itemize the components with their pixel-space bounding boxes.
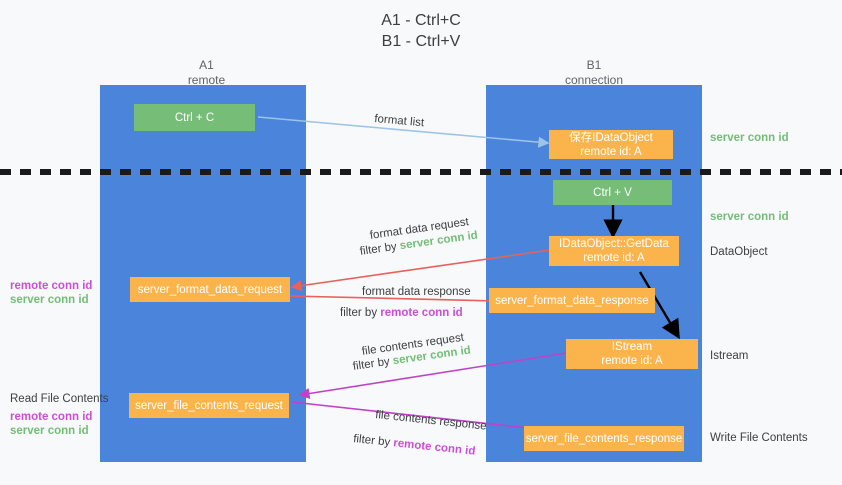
box-server-format-data-request[interactable]: server_format_data_request bbox=[130, 277, 290, 302]
filter-prefix-4: filter by bbox=[352, 432, 394, 450]
filter-prefix-1: filter by bbox=[359, 240, 401, 258]
box-server-format-data-response[interactable]: server_format_data_response bbox=[489, 288, 655, 313]
column-header-b1: B1 connection bbox=[564, 58, 624, 87]
filter-value-4: remote conn id bbox=[392, 437, 476, 458]
box-server-file-contents-response[interactable]: server_file_contents_response bbox=[524, 426, 684, 451]
flow-label-format-data-response-filter: filter by remote conn id bbox=[340, 306, 463, 321]
filter-value-2: remote conn id bbox=[380, 307, 463, 319]
annotation-server-conn-id-1: server conn id bbox=[10, 294, 89, 306]
column-header-a1: A1 remote bbox=[187, 58, 226, 87]
flow-label-file-contents-response-filter: filter by remote conn id bbox=[352, 432, 476, 460]
flow-label-format-data-response: format data response bbox=[362, 286, 471, 298]
flow-label-file-contents-response: file contents response bbox=[374, 408, 488, 433]
box-ctrl-v[interactable]: Ctrl + V bbox=[553, 180, 672, 205]
annotation-write-file-contents: Write File Contents bbox=[710, 432, 808, 444]
box-istream[interactable]: IStream remote id: A bbox=[566, 339, 698, 369]
filter-prefix-2: filter by bbox=[340, 307, 381, 319]
box-save-idataobject[interactable]: 保存IDataObject remote id: A bbox=[549, 130, 673, 159]
annotation-read-file-contents: Read File Contents bbox=[10, 393, 109, 405]
flow-label-format-list: format list bbox=[373, 112, 425, 130]
annotation-istream: Istream bbox=[710, 350, 749, 362]
annotation-server-conn-id-top: server conn id bbox=[710, 132, 789, 144]
box-server-file-contents-request[interactable]: server_file_contents_request bbox=[129, 393, 289, 418]
annotation-server-conn-id-2: server conn id bbox=[10, 425, 89, 437]
annotation-remote-conn-id-1: remote conn id bbox=[10, 280, 93, 292]
filter-prefix-3: filter by bbox=[352, 355, 394, 373]
box-ctrl-c[interactable]: Ctrl + C bbox=[134, 104, 255, 131]
annotation-server-conn-id-mid: server conn id bbox=[710, 211, 789, 223]
page-title: A1 - Ctrl+C B1 - Ctrl+V bbox=[381, 12, 461, 50]
annotation-dataobject: DataObject bbox=[710, 246, 768, 258]
annotation-remote-conn-id-2: remote conn id bbox=[10, 411, 93, 423]
box-idataobject-getdata[interactable]: IDataObject::GetData remote id: A bbox=[549, 236, 679, 266]
